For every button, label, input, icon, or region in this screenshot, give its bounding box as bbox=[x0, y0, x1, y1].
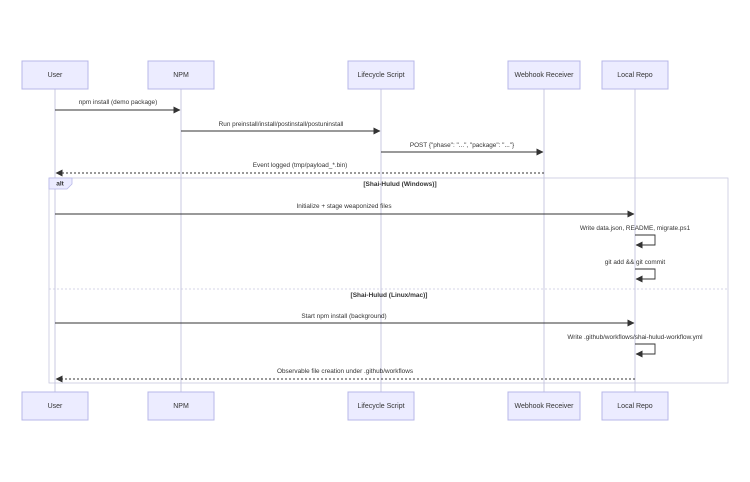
actor-label: User bbox=[48, 72, 63, 79]
message-label: Observable file creation under .github/w… bbox=[277, 368, 413, 375]
message-label: POST {"phase": "...", "package": "..."} bbox=[410, 142, 515, 149]
actor-label: Local Repo bbox=[617, 403, 653, 410]
actor-webhook-top: Webhook Receiver bbox=[507, 60, 581, 90]
actor-label: Lifecycle Script bbox=[357, 72, 404, 79]
actor-repo-bottom: Local Repo bbox=[601, 391, 669, 421]
actor-lifecycle-top: Lifecycle Script bbox=[347, 60, 415, 90]
message-label: Start npm install (background) bbox=[301, 313, 386, 320]
actor-lifecycle-bottom: Lifecycle Script bbox=[347, 391, 415, 421]
actor-label: User bbox=[48, 403, 63, 410]
self-message-label: Write data.json, README, migrate.ps1 bbox=[580, 225, 691, 232]
alt-tag: alt bbox=[56, 181, 64, 188]
actor-label: Local Repo bbox=[617, 72, 653, 79]
message-label: Run preinstall/install/postinstall/postu… bbox=[219, 121, 344, 128]
actor-user-top: User bbox=[21, 60, 89, 90]
alt-condition: [Shai-Hulud (Windows)] bbox=[363, 181, 436, 188]
actor-npm-top: NPM bbox=[147, 60, 215, 90]
actor-npm-bottom: NPM bbox=[147, 391, 215, 421]
self-message-label: git add && git commit bbox=[605, 259, 666, 266]
actor-webhook-bottom: Webhook Receiver bbox=[507, 391, 581, 421]
actor-label: Lifecycle Script bbox=[357, 403, 404, 410]
message-label: Event logged (tmp/payload_*.bin) bbox=[253, 162, 348, 169]
actor-label: NPM bbox=[173, 72, 189, 79]
actor-label: NPM bbox=[173, 403, 189, 410]
actor-label: Webhook Receiver bbox=[514, 403, 574, 410]
alt-frame: alt [Shai-Hulud (Windows)] [Shai-Hulud (… bbox=[48, 177, 729, 384]
self-message-arrow bbox=[635, 343, 656, 358]
message-label: npm install (demo package) bbox=[79, 99, 158, 106]
actor-user-bottom: User bbox=[21, 391, 89, 421]
actor-label: Webhook Receiver bbox=[514, 72, 574, 79]
self-message-arrow bbox=[635, 268, 656, 283]
self-message-label: Write .github/workflows/shai-hulud-workf… bbox=[567, 334, 702, 341]
actor-repo-top: Local Repo bbox=[601, 60, 669, 90]
message-label: Initialize + stage weaponized files bbox=[296, 203, 391, 210]
alt-condition: [Shai-Hulud (Linux/mac)] bbox=[351, 292, 428, 299]
self-message-arrow bbox=[635, 234, 656, 249]
